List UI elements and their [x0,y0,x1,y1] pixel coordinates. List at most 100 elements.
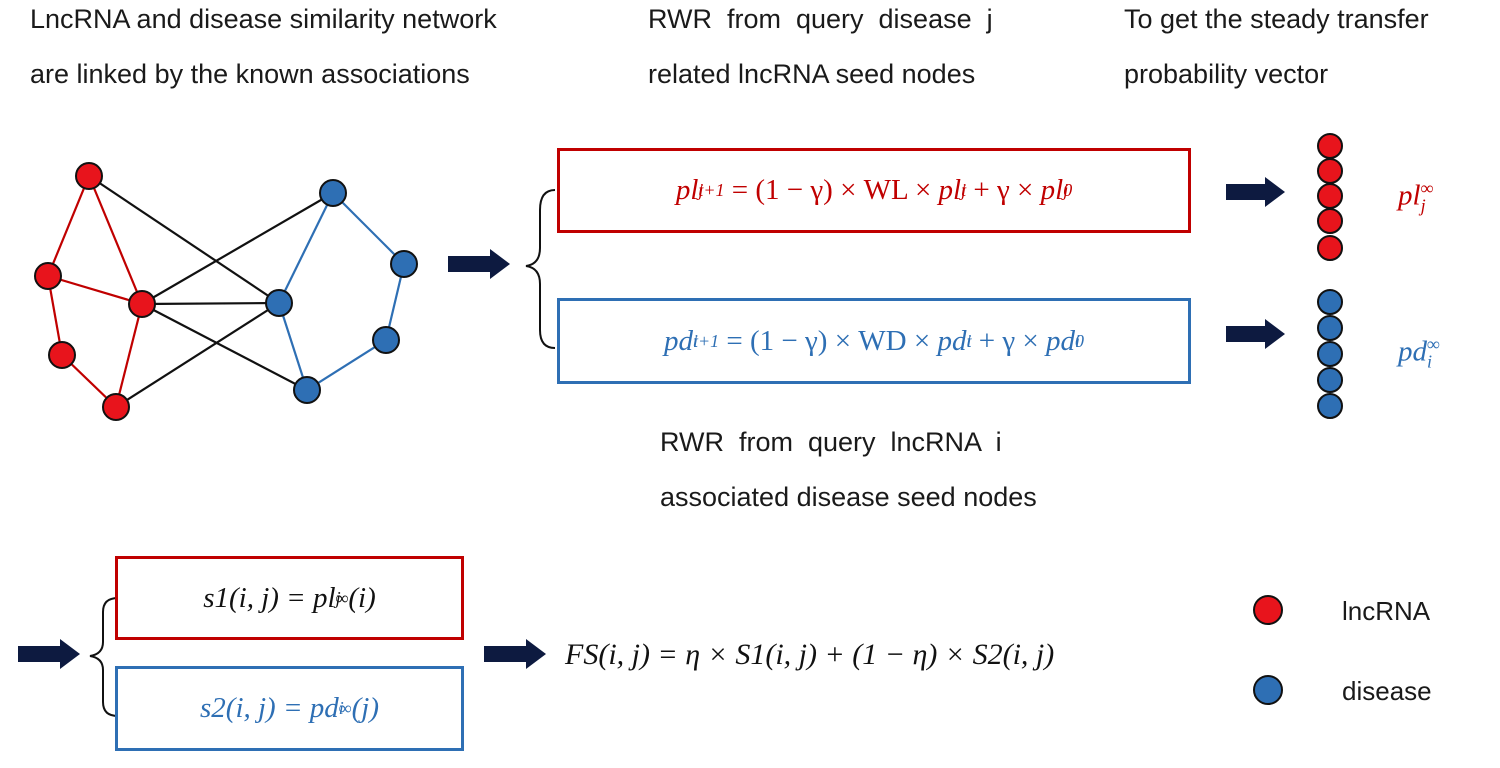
lncrna-similarity-edges [46,175,144,408]
pd-infinity-label: pdi∞ [1398,334,1440,372]
disease-node [372,326,400,354]
formula-term: pd [937,324,967,357]
disease-node [265,289,293,317]
lncrna-node [128,290,156,318]
network-nodes [34,162,418,421]
formula-term: pd [1046,324,1076,357]
brace-scores [89,597,119,717]
lncrna-node [102,393,130,421]
lncrna-node [48,341,76,369]
formula-term: (i) [348,581,376,614]
lncrna-node [75,162,103,190]
vector-node [1317,183,1343,209]
formula-operator: = (1 − γ) × WD × [719,324,938,357]
formula-sub: j [335,587,341,608]
arrow-into-scores [18,639,80,669]
lncrna-node [34,262,62,290]
formula-term: pd [309,692,339,724]
edge [46,175,91,277]
vector-node [1317,158,1343,184]
vector-node [1317,367,1343,393]
formula-term: pl [1040,174,1064,206]
edge [141,301,280,306]
edge [47,274,143,306]
formula-sub: i [966,330,972,351]
formula-sub: i [693,330,698,351]
legend-disease-label: disease [1342,676,1432,706]
formula-operator: = (1 − γ) × WL × [724,174,939,206]
formula-sub: i [1075,330,1081,351]
arrow-pd-to-vector [1226,319,1285,349]
arrow-scores-to-fs [484,639,546,669]
vector-node [1317,315,1343,341]
formula-sup: t+1 [693,330,720,351]
legend-disease-swatch [1253,675,1283,705]
formula-term: pd [664,324,693,357]
formula-term: s2(i, j) = [200,692,310,724]
network-edges [46,175,406,408]
formula-term: pl [938,174,962,206]
vector-node [1317,341,1343,367]
caption-steady-line1: To get the steady transfer [1124,4,1429,34]
edge [114,303,144,408]
formula-term: (j) [351,692,379,724]
caption-network-line2: are linked by the known associations [30,59,470,89]
edge [141,303,308,391]
fs-formula: FS(i, j) = η × S1(i, j) + (1 − η) × S2(i… [565,638,1055,671]
legend-lncrna-swatch [1253,595,1283,625]
formula-sup: ∞ [1420,178,1434,198]
edge [306,339,387,391]
formula-sup: t+1 [698,180,725,200]
formula-sup: ∞ [335,587,349,608]
vector-node [1317,208,1343,234]
caption-rwr-disease-line2: related lncRNA seed nodes [648,59,976,89]
formula-sub: j [961,180,967,200]
formula-sub: i [1427,351,1432,372]
formula-sub: j [1420,195,1426,216]
formula-term: pl [1398,179,1421,212]
caption-rwr-disease-line1: RWR from query disease j [648,4,993,34]
formula-sup: ∞ [338,698,352,718]
legend-lncrna-label: lncRNA [1342,596,1431,626]
vector-node [1317,393,1343,419]
formula-sub: j [1063,180,1069,200]
edge [88,175,280,304]
formula-sub: i [338,698,344,718]
pl-infinity-label: plj∞ [1398,178,1433,216]
formula-sup: ∞ [1427,334,1440,354]
edge [332,192,405,265]
disease-node [319,179,347,207]
caption-network-line1: LncRNA and disease similarity network [30,4,497,34]
brace-rwr [525,189,556,349]
formula-operator: + γ × [971,324,1047,357]
formula-sup: 0 [1063,180,1073,200]
disease-similarity-edges [277,192,406,391]
formula-term: s1(i, j) = [203,581,314,614]
formula-sub: j [698,180,704,200]
edge [141,192,334,305]
formula-term: pd [1398,335,1427,368]
arrow-network-to-rwr [448,249,510,279]
formula-sup: 0 [1075,330,1084,351]
edge [87,175,144,305]
vector-node [1317,289,1343,315]
disease-node [390,250,418,278]
pd-vector-nodes [1317,289,1343,419]
vector-node [1317,133,1343,159]
caption-steady-line2: probability vector [1124,59,1329,89]
formula-sup: t [961,180,967,200]
disease-node [293,376,321,404]
arrows [18,177,1285,669]
arrow-pl-to-vector [1226,177,1285,207]
formula-term: pl [313,581,336,614]
formula-term: pl [675,174,699,206]
edge [277,302,309,391]
vector-node [1317,235,1343,261]
